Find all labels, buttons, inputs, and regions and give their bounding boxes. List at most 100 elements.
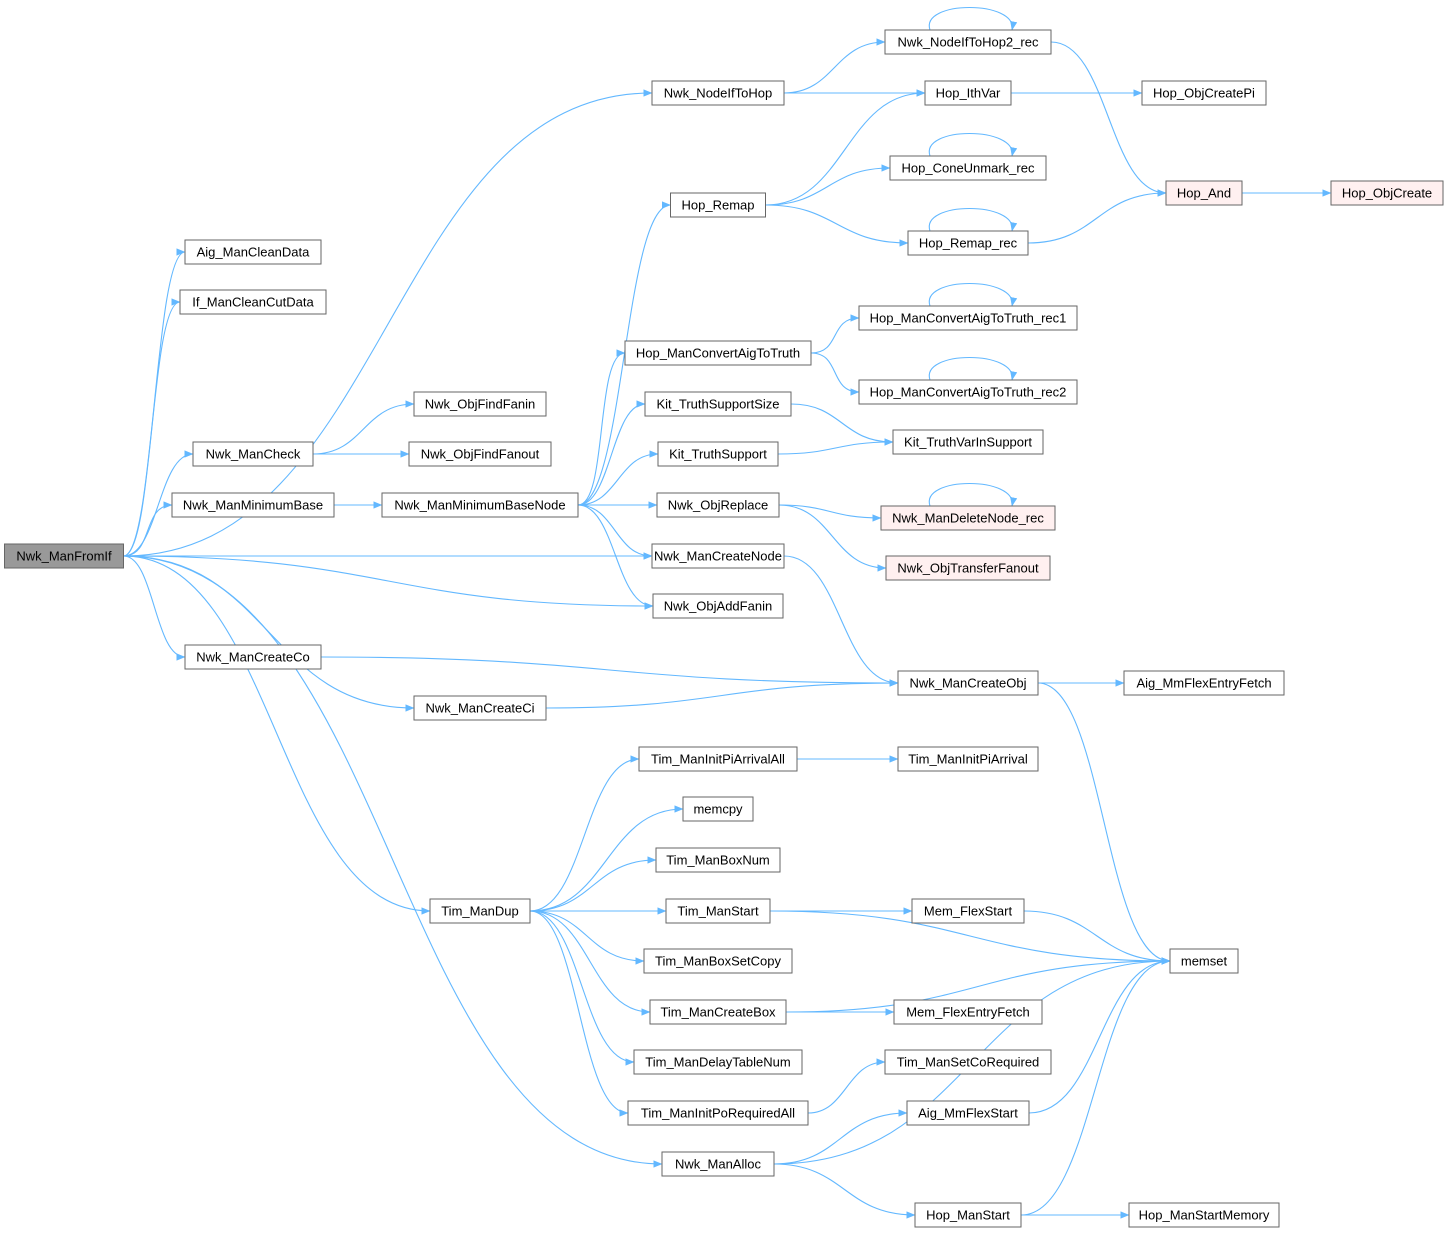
graph-node[interactable]: Tim_ManSetCoRequired — [884, 1049, 1052, 1075]
node-box[interactable] — [880, 505, 1056, 531]
graph-node[interactable]: Hop_Remap_rec — [907, 230, 1029, 256]
node-box[interactable] — [4, 543, 124, 569]
graph-node[interactable]: Nwk_NodeIfToHop2_rec — [884, 29, 1052, 55]
graph-node[interactable]: Hop_ManConvertAigToTruth — [624, 340, 812, 366]
node-box[interactable] — [184, 239, 322, 265]
node-box[interactable] — [651, 80, 785, 106]
graph-node[interactable]: Tim_ManDup — [429, 898, 531, 924]
graph-node[interactable]: Tim_ManCreateBox — [649, 999, 787, 1025]
node-box[interactable] — [924, 80, 1012, 106]
node-box[interactable] — [858, 379, 1078, 405]
graph-node[interactable]: Nwk_ManFromIf — [4, 543, 124, 569]
graph-node[interactable]: Tim_ManDelayTableNum — [633, 1049, 803, 1075]
node-box[interactable] — [1169, 948, 1239, 974]
graph-node[interactable]: Tim_ManInitPiArrivalAll — [638, 746, 798, 772]
graph-node[interactable]: Hop_And — [1165, 180, 1243, 206]
node-box[interactable] — [897, 670, 1039, 696]
graph-node[interactable]: Aig_MmFlexEntryFetch — [1123, 670, 1285, 696]
graph-node[interactable]: Hop_ManConvertAigToTruth_rec1 — [858, 305, 1078, 331]
node-box[interactable] — [1128, 1202, 1280, 1228]
graph-node[interactable]: Nwk_ManAlloc — [661, 1151, 775, 1177]
graph-node[interactable]: Nwk_ObjFindFanin — [413, 391, 547, 417]
node-box[interactable] — [413, 695, 547, 721]
graph-node[interactable]: Mem_FlexEntryFetch — [893, 999, 1043, 1025]
graph-node[interactable]: Hop_Remap — [670, 192, 766, 218]
node-box[interactable] — [907, 230, 1029, 256]
node-box[interactable] — [661, 1151, 775, 1177]
graph-node[interactable]: Nwk_ObjReplace — [656, 492, 780, 518]
node-box[interactable] — [655, 847, 781, 873]
node-box[interactable] — [633, 1049, 803, 1075]
graph-node[interactable]: Nwk_ManCheck — [192, 441, 314, 467]
node-box[interactable] — [644, 391, 792, 417]
node-box[interactable] — [179, 289, 327, 315]
node-box[interactable] — [649, 999, 787, 1025]
graph-node[interactable]: Nwk_ObjAddFanin — [652, 593, 784, 619]
graph-node[interactable]: Hop_ManConvertAigToTruth_rec2 — [858, 379, 1078, 405]
graph-node[interactable]: Kit_TruthVarInSupport — [892, 429, 1044, 455]
node-box[interactable] — [682, 796, 754, 822]
node-box[interactable] — [1330, 180, 1444, 206]
graph-node[interactable]: Aig_ManCleanData — [184, 239, 322, 265]
graph-node[interactable]: Nwk_ObjTransferFanout — [885, 555, 1051, 581]
graph-node[interactable]: Tim_ManBoxSetCopy — [643, 948, 793, 974]
node-box[interactable] — [184, 644, 322, 670]
graph-node[interactable]: Mem_FlexStart — [911, 898, 1025, 924]
graph-node[interactable]: Nwk_NodeIfToHop — [651, 80, 785, 106]
graph-node[interactable]: Hop_IthVar — [924, 80, 1012, 106]
node-box[interactable] — [885, 555, 1051, 581]
node-box[interactable] — [858, 305, 1078, 331]
node-box[interactable] — [429, 898, 531, 924]
node-box[interactable] — [893, 999, 1043, 1025]
node-box[interactable] — [651, 543, 785, 569]
node-box[interactable] — [656, 492, 780, 518]
graph-node[interactable]: Hop_ManStartMemory — [1128, 1202, 1280, 1228]
node-box[interactable] — [670, 192, 766, 218]
graph-node[interactable]: Hop_ManStart — [914, 1202, 1022, 1228]
node-box[interactable] — [906, 1100, 1030, 1126]
node-box[interactable] — [192, 441, 314, 467]
node-box[interactable] — [624, 340, 812, 366]
graph-node[interactable]: Nwk_ManCreateNode — [651, 543, 785, 569]
graph-node[interactable]: Tim_ManInitPiArrival — [897, 746, 1039, 772]
node-box[interactable] — [657, 441, 779, 467]
node-box[interactable] — [627, 1100, 809, 1126]
graph-node[interactable]: Nwk_ObjFindFanout — [408, 441, 552, 467]
node-box[interactable] — [897, 746, 1039, 772]
graph-node[interactable]: Kit_TruthSupport — [657, 441, 779, 467]
graph-node[interactable]: Aig_MmFlexStart — [906, 1100, 1030, 1126]
graph-node[interactable]: Nwk_ManCreateCo — [184, 644, 322, 670]
node-box[interactable] — [884, 1049, 1052, 1075]
node-box[interactable] — [665, 898, 771, 924]
graph-node[interactable]: memcpy — [682, 796, 754, 822]
graph-node[interactable]: Hop_ObjCreatePi — [1141, 80, 1267, 106]
node-box[interactable] — [171, 492, 335, 518]
graph-node[interactable]: Hop_ConeUnmark_rec — [889, 155, 1047, 181]
node-box[interactable] — [889, 155, 1047, 181]
node-box[interactable] — [652, 593, 784, 619]
node-box[interactable] — [1141, 80, 1267, 106]
graph-node[interactable]: Tim_ManBoxNum — [655, 847, 781, 873]
node-box[interactable] — [884, 29, 1052, 55]
graph-node[interactable]: Nwk_ManCreateObj — [897, 670, 1039, 696]
node-box[interactable] — [911, 898, 1025, 924]
node-box[interactable] — [1123, 670, 1285, 696]
graph-node[interactable]: Nwk_ManDeleteNode_rec — [880, 505, 1056, 531]
graph-node[interactable]: memset — [1169, 948, 1239, 974]
node-box[interactable] — [408, 441, 552, 467]
node-box[interactable] — [1165, 180, 1243, 206]
graph-node[interactable]: Nwk_ManMinimumBaseNode — [381, 492, 579, 518]
node-box[interactable] — [413, 391, 547, 417]
node-box[interactable] — [638, 746, 798, 772]
graph-node[interactable]: Tim_ManStart — [665, 898, 771, 924]
node-box[interactable] — [914, 1202, 1022, 1228]
graph-node[interactable]: Tim_ManInitPoRequiredAll — [627, 1100, 809, 1126]
graph-node[interactable]: Kit_TruthSupportSize — [644, 391, 792, 417]
graph-node[interactable]: Nwk_ManCreateCi — [413, 695, 547, 721]
node-box[interactable] — [643, 948, 793, 974]
graph-node[interactable]: Nwk_ManMinimumBase — [171, 492, 335, 518]
node-box[interactable] — [892, 429, 1044, 455]
graph-node[interactable]: Hop_ObjCreate — [1330, 180, 1444, 206]
node-box[interactable] — [381, 492, 579, 518]
graph-node[interactable]: If_ManCleanCutData — [179, 289, 327, 315]
